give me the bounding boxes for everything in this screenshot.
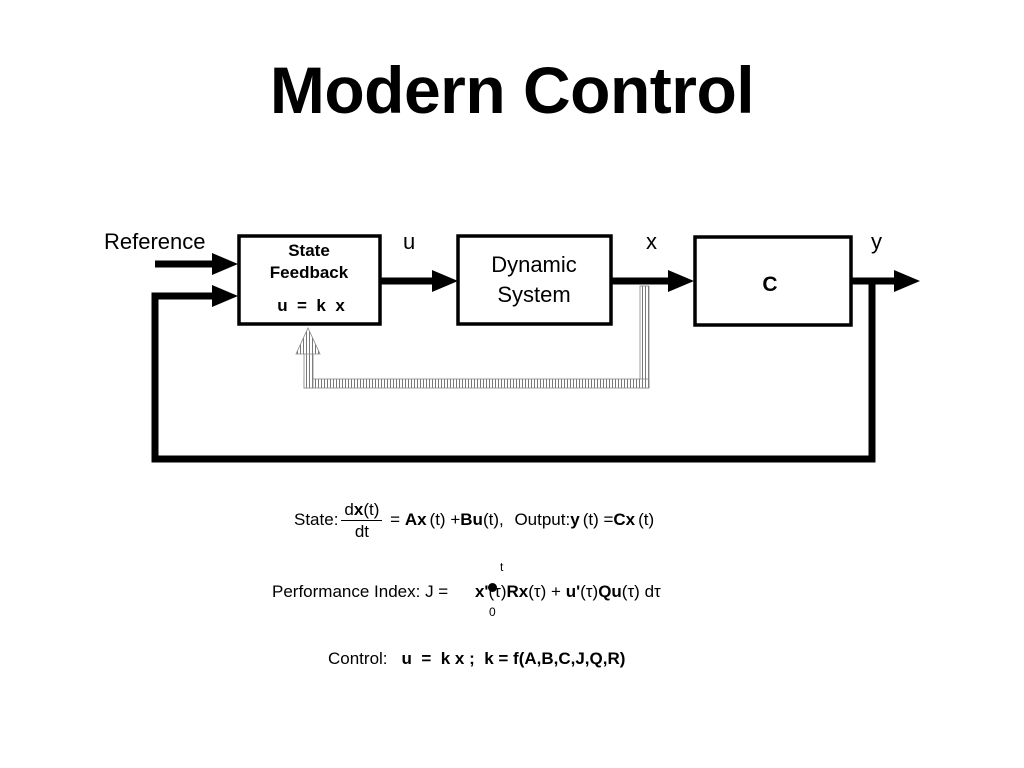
frac-x: x	[353, 500, 364, 519]
slide-title: Modern Control	[269, 53, 755, 127]
control-label: Control:	[328, 649, 388, 668]
equals-sign-2: =	[603, 509, 614, 529]
term-x-transpose: x'	[474, 582, 489, 601]
dynamic-system-title-1: Dynamic	[491, 252, 577, 277]
integral-upper-limit: t	[500, 560, 504, 574]
output-matrix-label: C	[762, 273, 777, 296]
term-t2: (t),	[482, 509, 504, 529]
signal-u-label: u	[403, 229, 415, 254]
derivative-fraction: dx(t) dt	[341, 500, 383, 541]
term-u-transpose: u'	[565, 582, 581, 601]
term-t3: (t)	[582, 509, 599, 529]
integral-lower-limit: 0	[489, 605, 496, 619]
x-arrow	[611, 270, 694, 292]
state-equation: State:dx(t)dt = Ax(t) +Bu(t), Output:y(t…	[294, 500, 654, 541]
outer-feedback-loop	[151, 281, 876, 463]
term-t1: (t)	[429, 509, 446, 529]
signal-y-label: y	[871, 229, 882, 254]
output-matrix-block	[693, 235, 853, 327]
signal-x-label: x	[646, 229, 657, 254]
dynamic-system-block	[456, 234, 613, 326]
control-equation: Control: u = k x ; k = f(A,B,C,J,Q,R)	[328, 649, 625, 669]
state-feedback-law: u = k x	[277, 296, 345, 315]
term-tau4: (τ)	[621, 582, 640, 601]
performance-label: Performance Index: J =	[272, 582, 449, 601]
term-dtau: dτ	[644, 582, 661, 601]
term-tau3: (τ)	[580, 582, 599, 601]
reference-arrow	[155, 253, 238, 275]
term-tau1: (τ)	[488, 582, 507, 601]
reference-label: Reference	[104, 229, 206, 254]
y-arrow	[851, 270, 920, 292]
term-tau2: (τ)	[528, 582, 547, 601]
term-qu: Qu	[598, 582, 622, 601]
term-cx: Cx	[613, 509, 636, 529]
state-feedback-title-1: State	[288, 241, 330, 260]
dynamic-system-title-2: System	[497, 282, 570, 307]
control-law: u = k x ; k = f(A,B,C,J,Q,R)	[401, 649, 626, 668]
plus-sign: +	[450, 509, 461, 529]
equals-sign: =	[390, 509, 401, 529]
frac-den: dt	[354, 522, 369, 541]
output-label: Output:	[514, 509, 571, 529]
term-bu: Bu	[460, 509, 483, 529]
frac-d: d	[344, 500, 354, 519]
plus-sign-2: +	[551, 582, 561, 601]
term-ax: Ax	[404, 509, 427, 529]
state-feedback-path	[295, 285, 650, 389]
state-feedback-title-2: Feedback	[270, 263, 349, 282]
performance-index-equation: Performance Index: J = x'(τ)Rx(τ) + u'(τ…	[272, 582, 661, 602]
state-label: State:	[294, 509, 339, 529]
state-feedback-block	[237, 234, 382, 326]
integral-sign	[488, 583, 497, 592]
u-arrow	[380, 270, 458, 292]
term-t4: (t)	[638, 509, 655, 529]
term-y: y	[570, 509, 580, 529]
term-rx: Rx	[506, 582, 529, 601]
frac-t: (t)	[363, 500, 380, 519]
